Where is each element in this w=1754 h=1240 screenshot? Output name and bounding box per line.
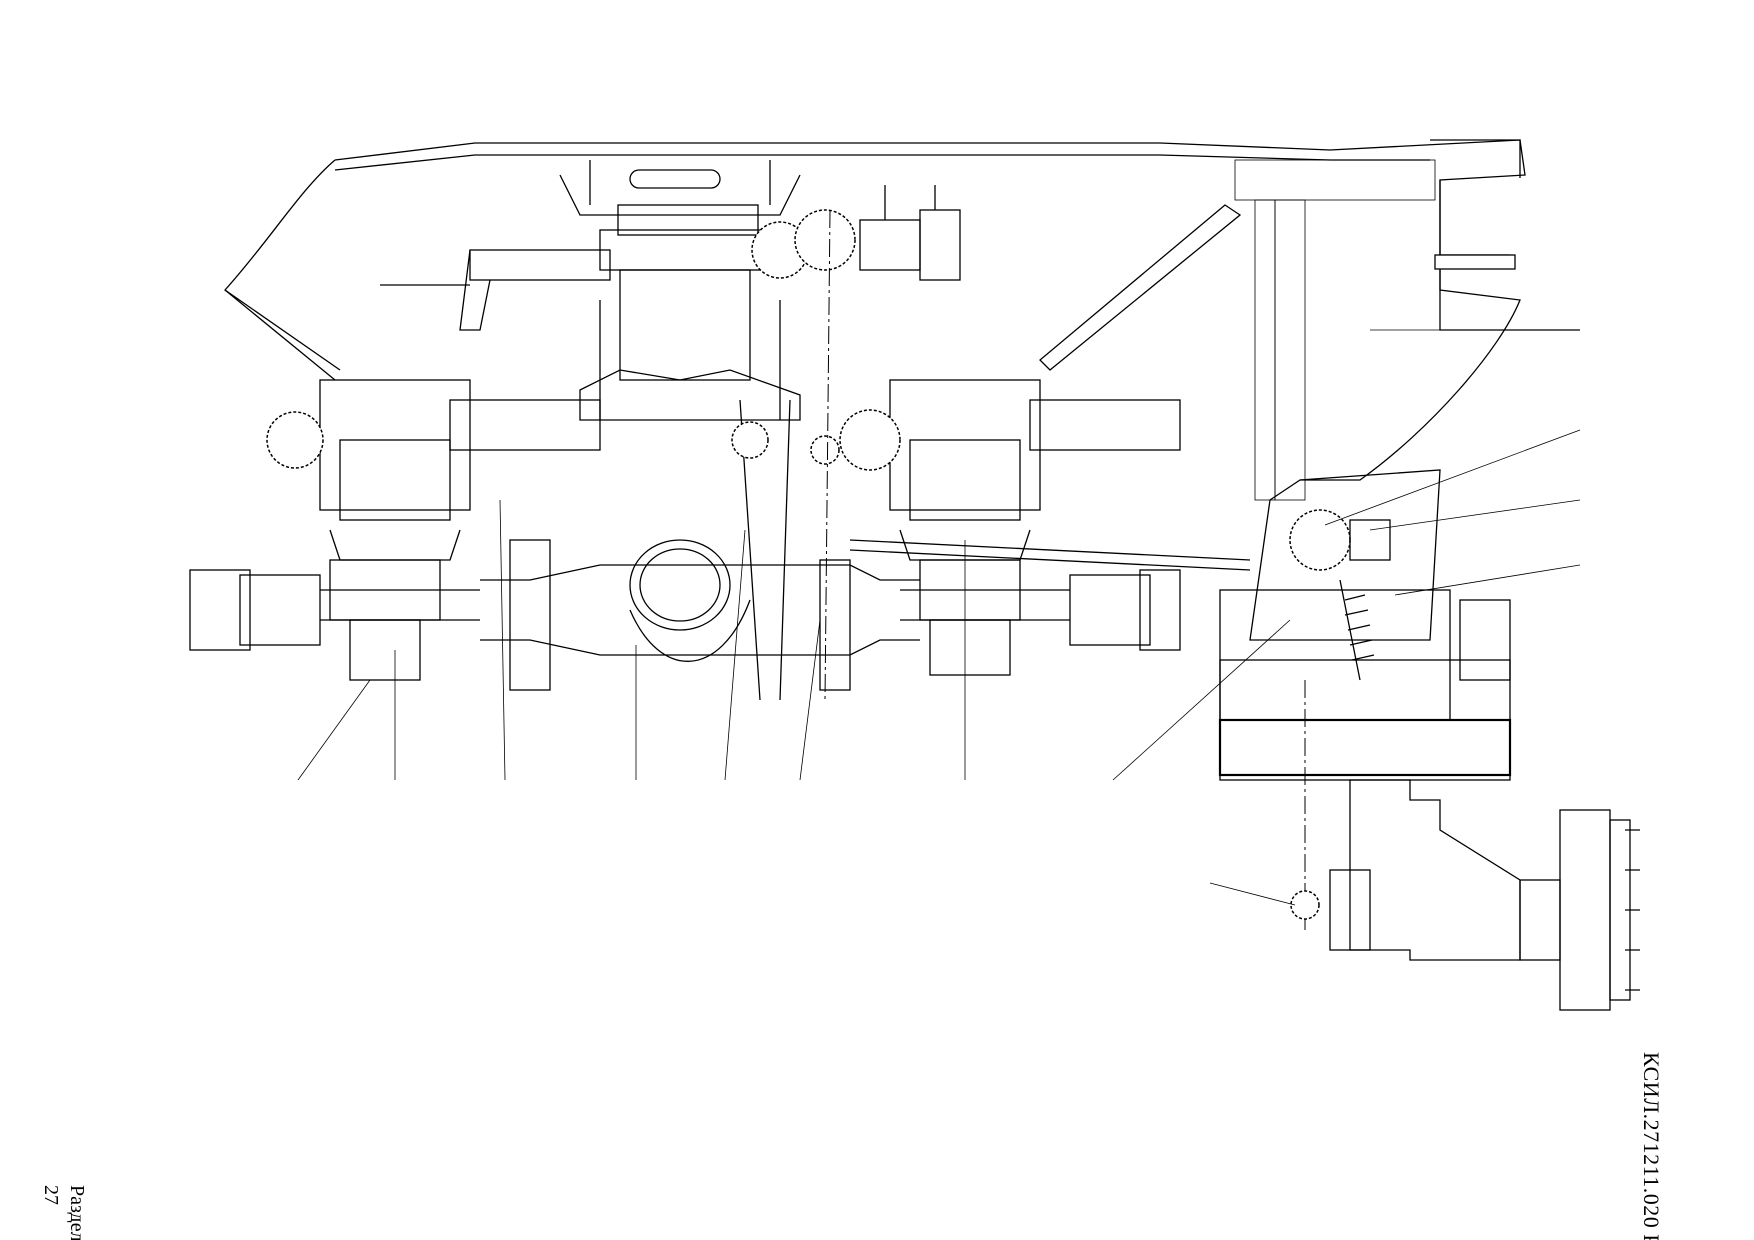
center-drive [731,209,840,701]
central-drive-block [380,185,961,421]
main-shaft [480,539,1251,691]
hopper-frame [224,139,1580,501]
lower-hub [1290,779,1640,1011]
left-seed-meter [189,379,601,681]
document-code-text: КСИЛ.271211.020 РЭ [1639,1052,1664,1240]
right-gearbox [1218,469,1512,930]
page-number: 27 [40,1185,62,1205]
right-seed-meter [839,379,1181,676]
section-label: Раздел 4 [66,1185,88,1240]
leader-lines [297,329,1581,906]
